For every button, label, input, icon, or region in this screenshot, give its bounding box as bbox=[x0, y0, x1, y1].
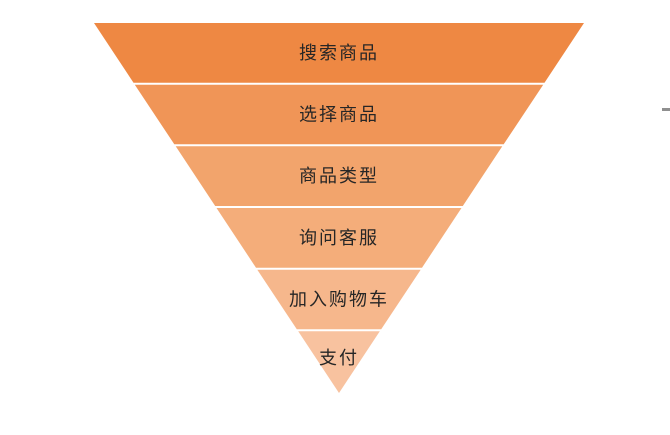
right-edge-resize-handle[interactable] bbox=[662, 108, 670, 111]
funnel-stage-5[interactable] bbox=[257, 269, 421, 330]
funnel-stage-6[interactable] bbox=[298, 331, 380, 393]
funnel-stage-label-4: 询问客服 bbox=[299, 228, 379, 248]
funnel-stage-3[interactable] bbox=[175, 146, 503, 206]
funnel-stage-1[interactable] bbox=[94, 23, 584, 83]
funnel-stage-label-3: 商品类型 bbox=[299, 166, 379, 186]
funnel-stage-label-2: 选择商品 bbox=[299, 105, 379, 125]
funnel-stage-label-1: 搜索商品 bbox=[299, 43, 379, 63]
funnel-stage-2[interactable] bbox=[134, 84, 544, 145]
funnel-stage-4[interactable] bbox=[216, 208, 462, 268]
funnel-stage-label-6: 支付 bbox=[319, 348, 359, 368]
funnel-stage-label-5: 加入购物车 bbox=[289, 290, 389, 310]
